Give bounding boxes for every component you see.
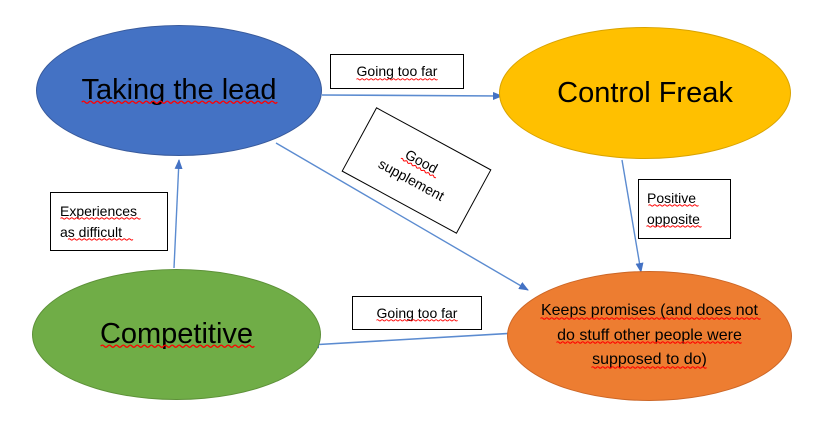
text-line: do stuff other people were (556, 326, 743, 345)
edge-label-going-too-far-bottom[interactable]: Going too far (352, 296, 482, 330)
text-line: supposed to do) (591, 351, 708, 369)
text-line: as difficult (60, 222, 137, 243)
node-control-freak[interactable]: Control Freak (499, 27, 791, 159)
text-line: Positive (647, 188, 700, 209)
text-line: opposite (646, 209, 703, 230)
text-line: Experiences (59, 201, 141, 222)
text-line: Taking the lead (81, 74, 278, 107)
arrow-competitive-to-taking-the-lead (173, 159, 183, 269)
text-line: Going too far (376, 304, 458, 322)
edge-label-going-too-far-top-text: Going too far (356, 61, 438, 82)
node-control-freak-label: Control Freak (557, 76, 733, 109)
edge-label-going-too-far-bottom-text: Going too far (376, 303, 458, 324)
node-taking-the-lead[interactable]: Taking the lead (36, 25, 322, 156)
arrow-keeps-promises-to-competitive (309, 332, 517, 349)
text-line: Going too far (356, 63, 438, 80)
node-competitive-label: Competitive (86, 317, 267, 351)
node-competitive[interactable]: Competitive (32, 269, 321, 400)
edge-label-going-too-far-top[interactable]: Going too far (330, 54, 464, 89)
node-keeps-promises[interactable]: Keeps promises (and does not do stuff oth… (507, 271, 792, 401)
text-line: Competitive (99, 318, 255, 351)
text-line: Keeps promises (and does not (540, 299, 762, 324)
arrow-taking-the-lead-to-control-freak (321, 91, 503, 100)
node-keeps-promises-label: Keeps promises (and does not do stuff oth… (527, 299, 772, 373)
node-taking-the-lead-label: Taking the lead (67, 73, 290, 107)
